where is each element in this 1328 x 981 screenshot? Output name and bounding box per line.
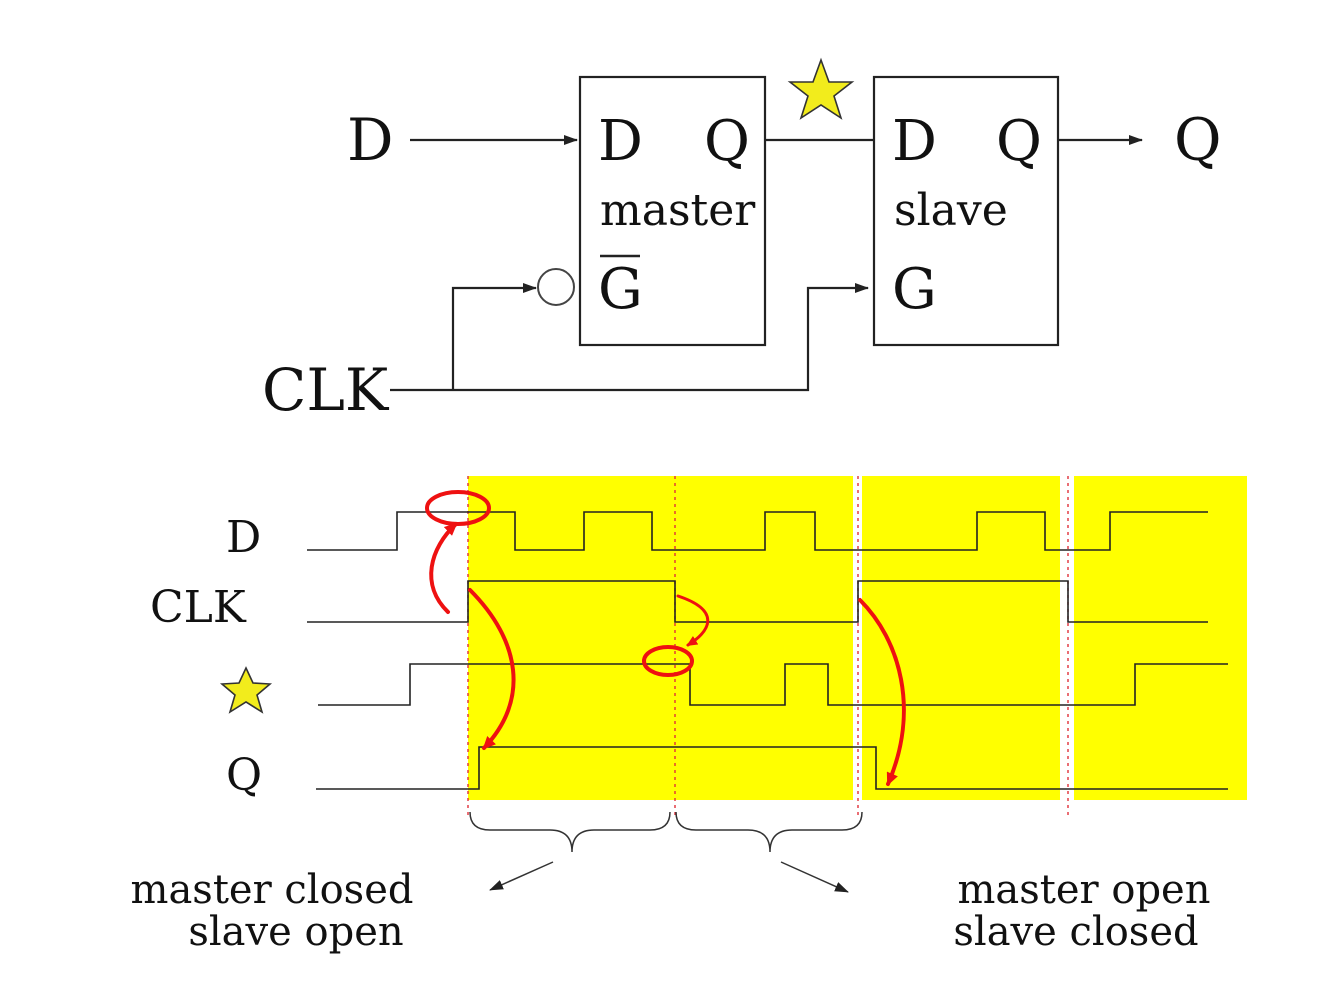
timing-label-d: D bbox=[226, 512, 261, 563]
highlight-region-2 bbox=[862, 476, 1060, 800]
d-to-clk-arrow bbox=[429, 522, 458, 614]
pointer-right bbox=[780, 861, 849, 893]
note-right-line1: master open bbox=[957, 867, 1210, 913]
note-left-line1: master closed bbox=[131, 867, 414, 913]
timing-diagram: D CLK Q bbox=[150, 476, 1247, 815]
clk-to-q-arrow-2 bbox=[858, 598, 906, 786]
master-q-pin: Q bbox=[704, 109, 750, 174]
clk-waveform bbox=[307, 580, 1208, 623]
note-left-line2: slave open bbox=[188, 909, 403, 955]
master-latch-box bbox=[578, 75, 767, 347]
timing-label-clk: CLK bbox=[150, 582, 247, 633]
star-node-waveform bbox=[318, 663, 1228, 706]
clk-to-slave-wire bbox=[390, 283, 869, 392]
q-waveform bbox=[316, 746, 1228, 790]
phase-annotations: master closed slave open master open sla… bbox=[131, 811, 1211, 955]
brace-master-closed bbox=[469, 811, 671, 853]
d-waveform bbox=[307, 511, 1208, 551]
master-d-pin: D bbox=[598, 109, 643, 174]
star-node-icon bbox=[787, 57, 855, 120]
input-d-label: D bbox=[347, 106, 394, 174]
slave-latch-box bbox=[872, 75, 1060, 347]
timing-star-icon bbox=[219, 666, 273, 714]
slave-d-pin: D bbox=[892, 109, 937, 174]
master-g-bar-pin: G bbox=[598, 257, 643, 322]
note-right-line2: slave closed bbox=[953, 909, 1198, 955]
clk-to-star-arrow bbox=[676, 594, 710, 647]
circuit-schematic: D D Q master G D Q slave G Q CLK bbox=[262, 57, 1222, 424]
clk-to-q-arrow-1 bbox=[468, 588, 516, 750]
slave-g-pin: G bbox=[892, 257, 937, 322]
slave-label: slave bbox=[894, 185, 1008, 236]
brace-master-open bbox=[675, 811, 863, 853]
master-label: master bbox=[600, 185, 756, 236]
clk-to-master-wire bbox=[451, 283, 537, 390]
pointer-left bbox=[489, 861, 554, 891]
highlight-region-1 bbox=[468, 476, 853, 800]
clk-input-label: CLK bbox=[262, 356, 390, 424]
inversion-bubble bbox=[537, 268, 575, 306]
timing-label-q: Q bbox=[226, 750, 262, 801]
highlight-region-3 bbox=[1074, 476, 1247, 800]
slave-q-pin: Q bbox=[996, 109, 1042, 174]
star-capture-circle-annotation bbox=[642, 645, 694, 677]
output-q-label: Q bbox=[1174, 106, 1222, 174]
